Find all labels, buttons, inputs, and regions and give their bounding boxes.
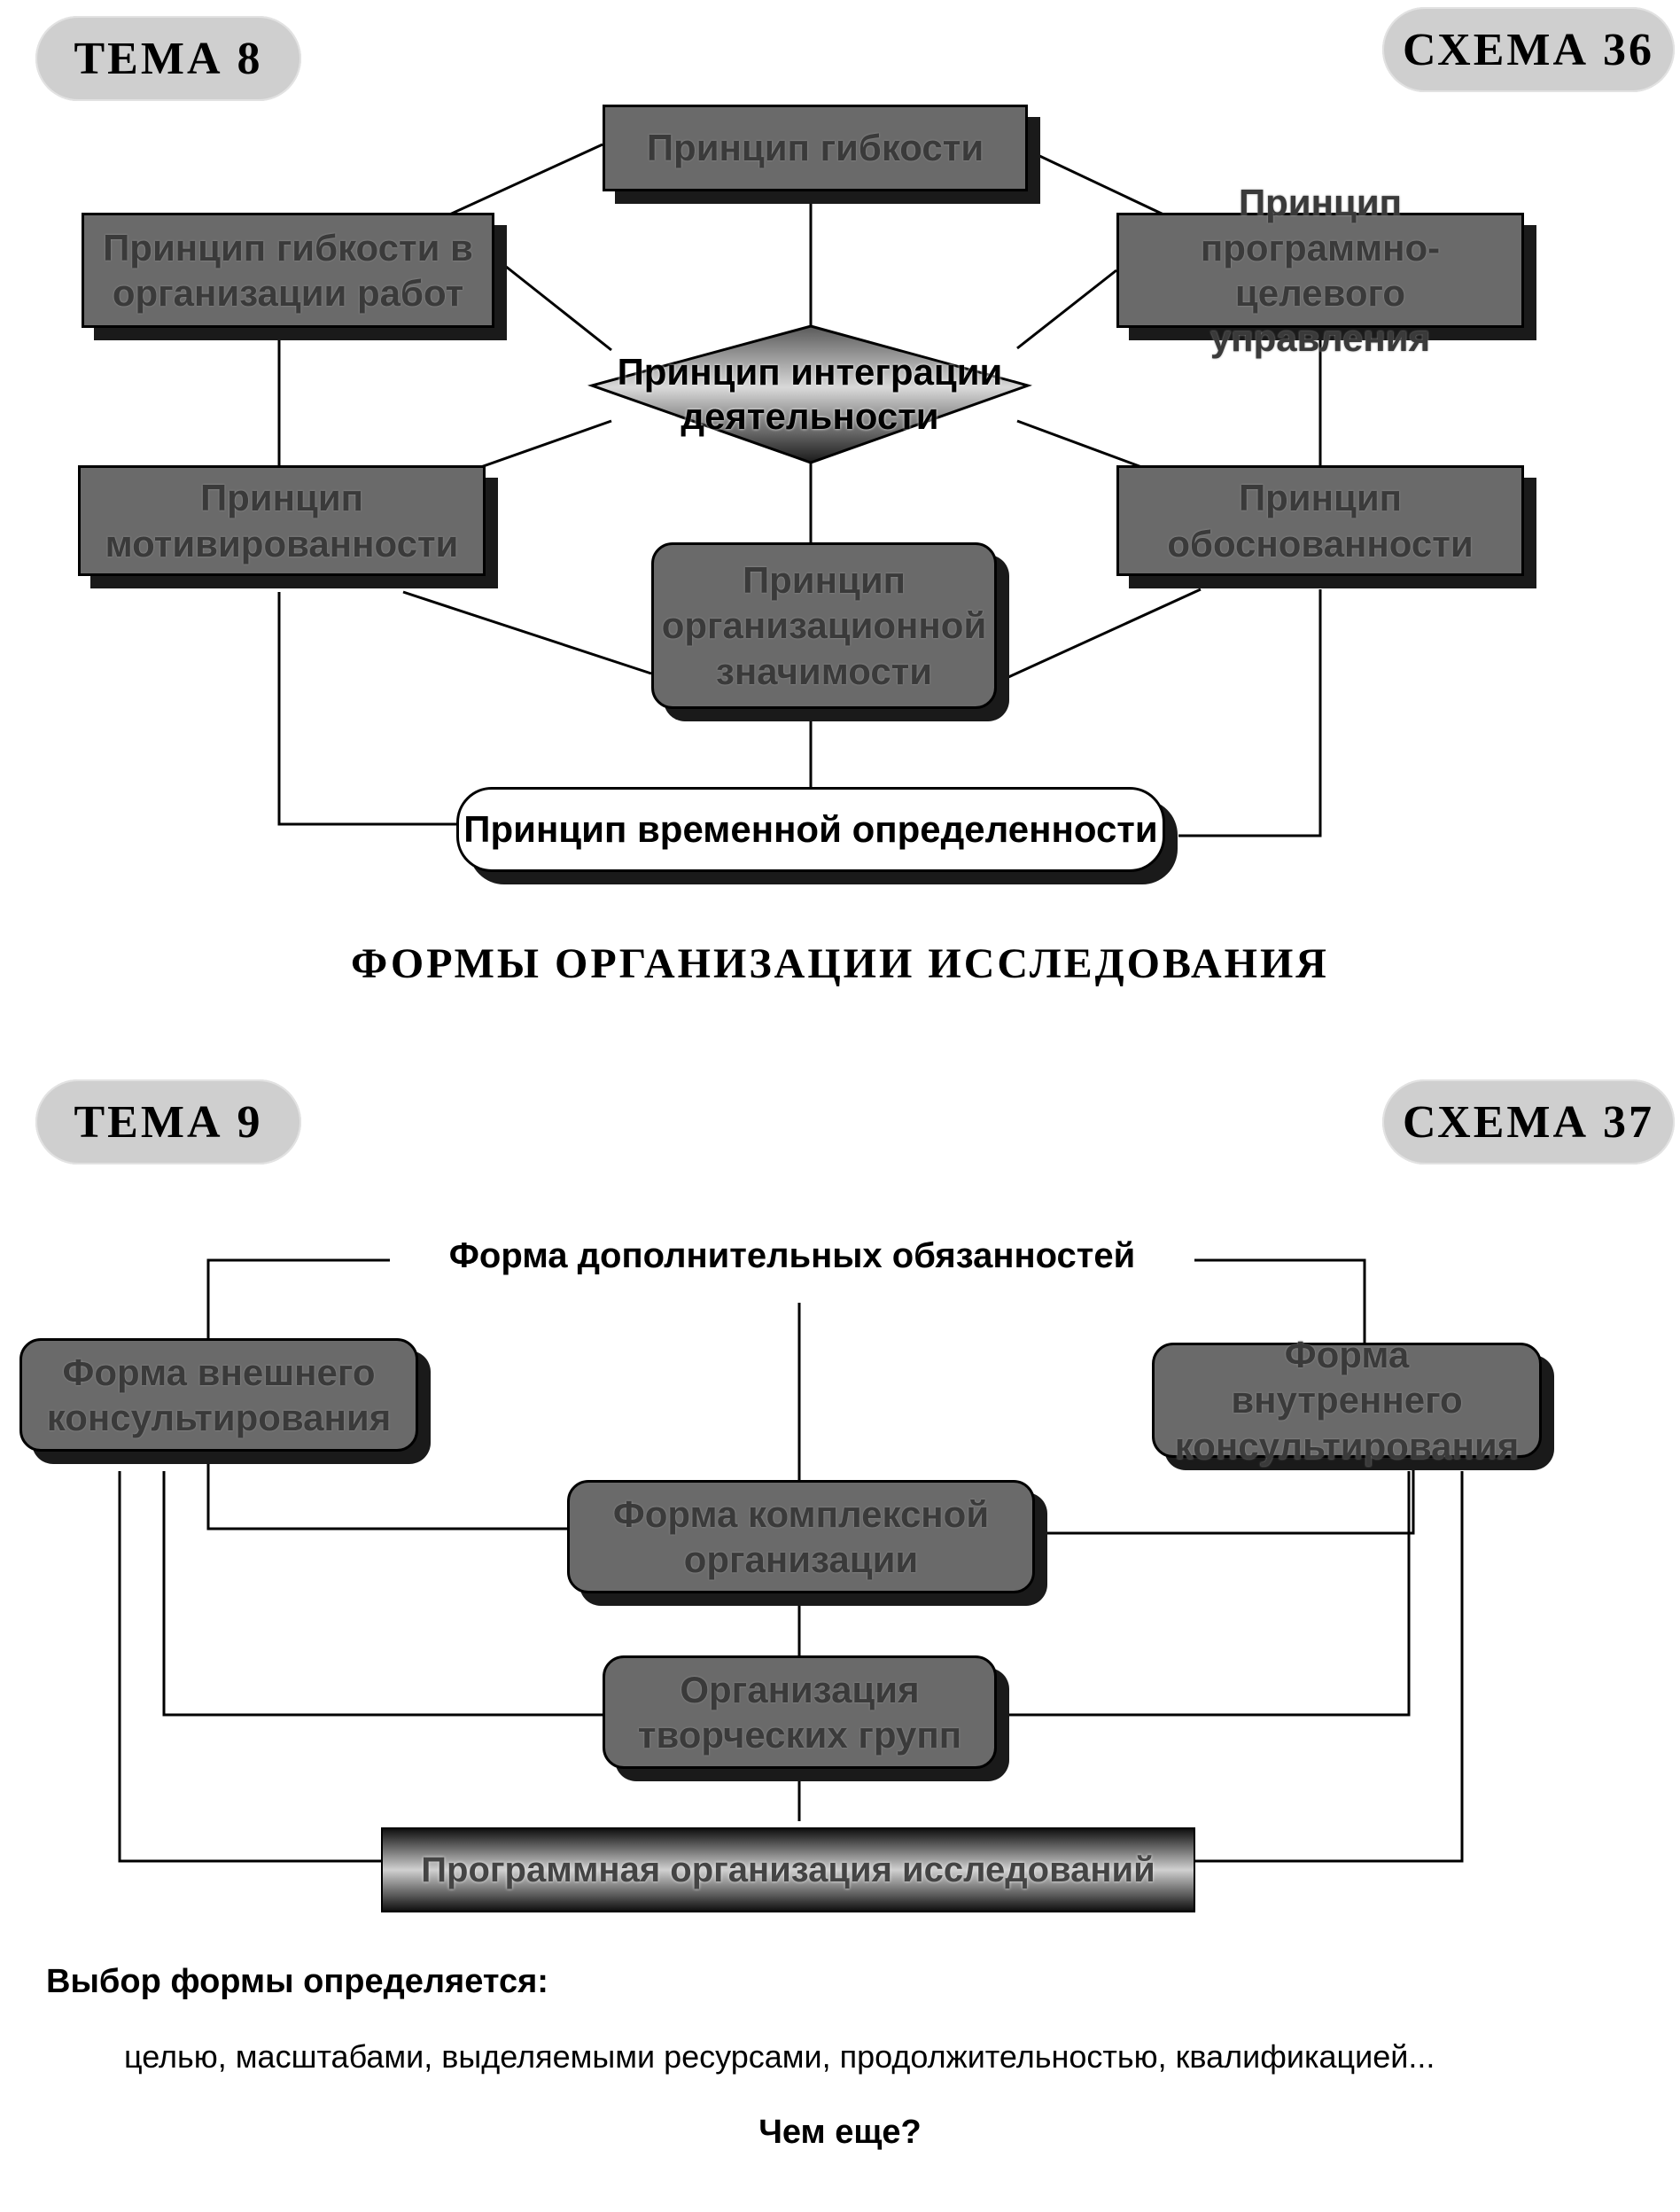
additional-duties-label: Форма дополнительных обязанностей (390, 1236, 1194, 1276)
top-principle-text: Принцип гибкости (646, 127, 984, 169)
creative-groups-text: Организация творческих групп (637, 1668, 962, 1756)
integration-principle-text: Принцип интеграции деятельности (617, 350, 1003, 437)
theme-8-badge: ТЕМА 8 (35, 16, 301, 101)
footer-question: Чем еще? (758, 2114, 922, 2151)
scheme-36-label: СХЕМА 36 (1402, 24, 1655, 75)
center-lower-principle-text: Принцип организационной значимости (661, 559, 987, 692)
theme-8-label: ТЕМА 8 (74, 33, 263, 84)
scheme-37-label: СХЕМА 37 (1402, 1096, 1655, 1148)
left-lower-principle-text: Принцип мотивированности (105, 477, 459, 565)
external-consulting-text: Форма внешнего консультирования (46, 1351, 392, 1438)
time-principle-pill: Принцип временной определенности (456, 787, 1165, 872)
footer-criteria-line: целью, масштабами, выделяемыми ресурсами… (124, 2038, 1435, 2075)
diamond-shape (587, 324, 1033, 464)
left-upper-principle-box: Принцип гибкости в организации работ (82, 213, 494, 328)
scheme-36-badge: СХЕМА 36 (1382, 7, 1675, 92)
right-upper-principle-text: Принцип программно-целевого управления (1200, 181, 1441, 360)
scheme-37-badge: СХЕМА 37 (1382, 1079, 1675, 1164)
left-upper-principle-text: Принцип гибкости в организации работ (103, 226, 473, 314)
time-principle-text: Принцип временной определенности (463, 808, 1158, 850)
right-lower-principle-text: Принцип обоснованности (1167, 477, 1474, 565)
internal-consulting-box: Форма внутреннего консультирования (1152, 1334, 1542, 1467)
program-organization-text: Программная организация исследований (421, 1850, 1155, 1889)
center-lower-principle-box: Принцип организационной значимости (651, 542, 997, 709)
program-organization-bar: Программная организация исследований (381, 1827, 1195, 1912)
left-lower-principle-box: Принцип мотивированности (78, 465, 486, 576)
integration-principle-diamond: Принцип интеграции деятельности (592, 341, 1028, 448)
right-lower-principle-box: Принцип обоснованности (1116, 465, 1524, 576)
complex-organization-text: Форма комплексной организации (612, 1492, 990, 1580)
theme-9-badge: ТЕМА 9 (35, 1079, 301, 1164)
footer-heading: Выбор формы определяется: (46, 1963, 548, 2000)
right-upper-principle-box: Принцип программно-целевого управления (1116, 182, 1524, 359)
theme-9-label: ТЕМА 9 (74, 1096, 263, 1148)
creative-groups-box: Организация творческих групп (603, 1655, 997, 1769)
top-principle-box: Принцип гибкости (603, 105, 1028, 191)
complex-organization-box: Форма комплексной организации (567, 1480, 1035, 1593)
external-consulting-box: Форма внешнего консультирования (19, 1338, 418, 1452)
section-title: ФОРМЫ ОРГАНИЗАЦИИ ИССЛЕДОВАНИЯ (351, 940, 1329, 987)
internal-consulting-text: Форма внутреннего консультирования (1174, 1334, 1520, 1467)
